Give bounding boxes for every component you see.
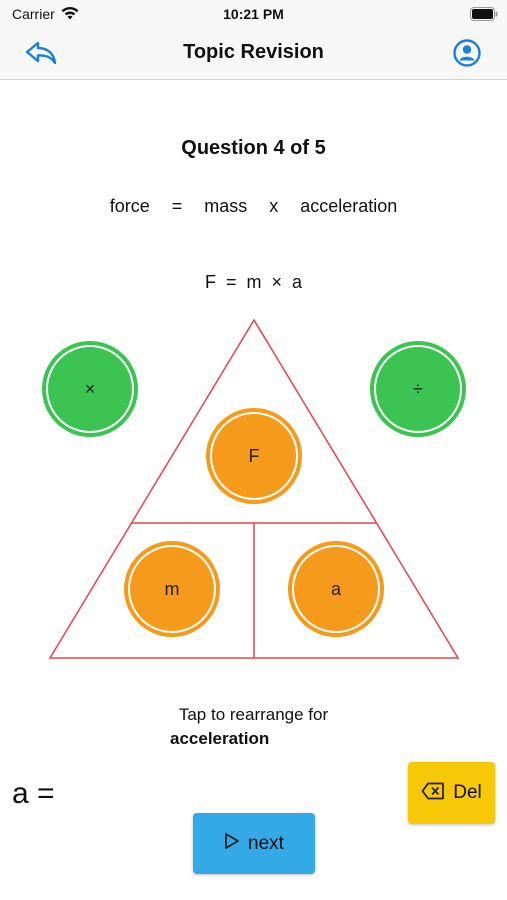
backspace-icon	[421, 782, 445, 805]
page-title: Topic Revision	[183, 41, 324, 63]
multiply-symbol: ×	[46, 345, 134, 433]
question-title: Question 4 of 5	[181, 137, 326, 159]
variable-a-button[interactable]: a	[288, 541, 384, 637]
formula-triangle	[48, 319, 460, 659]
rearrange-prompt: Tap to rearrange for	[178, 705, 329, 724]
variable-m-button[interactable]: m	[124, 541, 220, 637]
symbol-equation: F = m × a	[204, 272, 303, 292]
carrier-label: Carrier	[12, 6, 55, 22]
divide-operator-button[interactable]: ÷	[370, 341, 466, 437]
status-bar: Carrier 10:21 PM	[0, 0, 507, 28]
target-variable-label: acceleration	[170, 729, 270, 748]
next-button[interactable]: next	[193, 813, 315, 874]
multiply-operator-button[interactable]: ×	[42, 341, 138, 437]
navigation-bar: Topic Revision	[0, 28, 507, 80]
play-icon	[224, 832, 240, 855]
divide-symbol: ÷	[374, 345, 462, 433]
variable-f-button[interactable]: F	[206, 408, 302, 504]
delete-button[interactable]: Del	[408, 762, 495, 824]
next-label: next	[248, 832, 284, 854]
back-arrow-icon[interactable]	[22, 37, 60, 69]
delete-label: Del	[453, 782, 482, 803]
variable-a-label: a	[292, 545, 380, 633]
battery-icon	[470, 7, 498, 26]
variable-f-label: F	[210, 412, 298, 500]
variable-m-label: m	[128, 545, 216, 633]
answer-display: a =	[12, 777, 55, 810]
word-equation: force = mass x acceleration	[109, 196, 398, 216]
profile-icon[interactable]	[451, 37, 483, 69]
status-time: 10:21 PM	[223, 6, 284, 22]
wifi-icon	[60, 5, 80, 26]
